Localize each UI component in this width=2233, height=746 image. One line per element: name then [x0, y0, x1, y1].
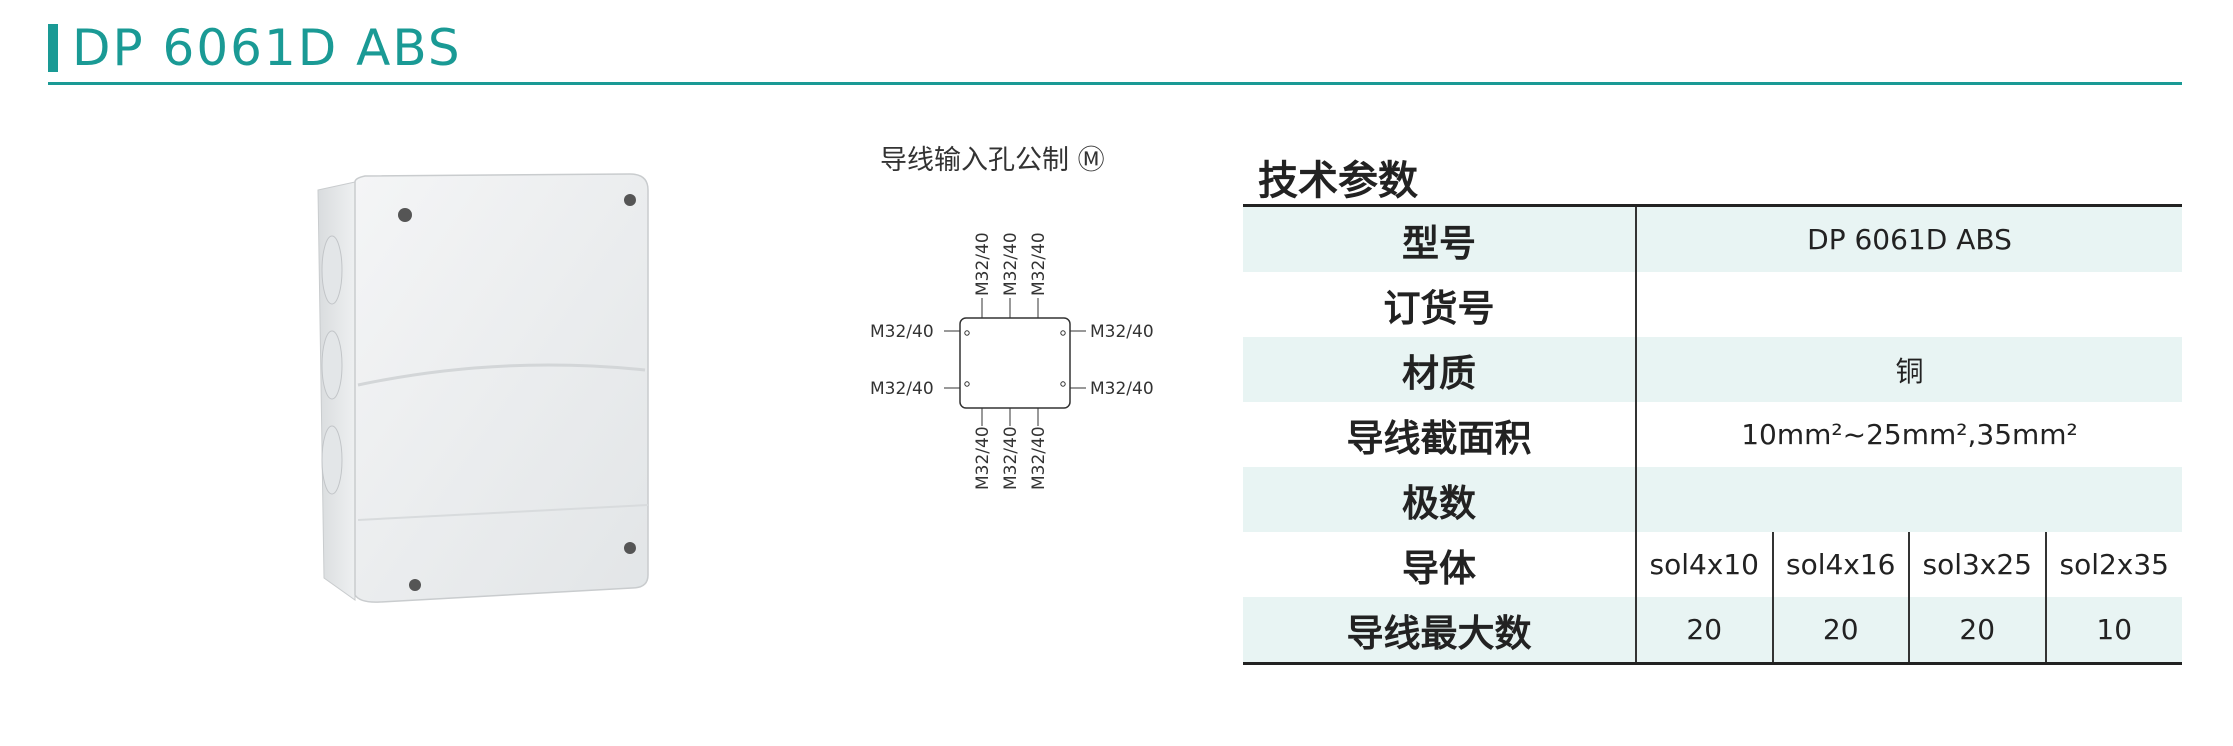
table-row: 型号 DP 6061D ABS [1243, 205, 2182, 272]
row-value: 10mm²~25mm²,35mm² [1741, 418, 2078, 451]
port-label-top-1: M32/40 [973, 232, 993, 296]
table-row: 导体 sol4x10 sol4x16 sol3x25 sol2x35 [1243, 532, 2182, 597]
table-row: 订货号 [1243, 272, 2182, 337]
row-value: sol2x35 [2059, 548, 2169, 581]
row-value: sol3x25 [1909, 532, 2047, 597]
page-title: DP 6061D ABS [72, 19, 462, 77]
row-label: 导体 [1243, 532, 1637, 597]
row-value: sol4x16 [1772, 532, 1910, 597]
row-label: 导线最大数 [1243, 597, 1637, 664]
product-photo [317, 173, 649, 603]
port-label-top-2: M32/40 [1001, 232, 1021, 296]
row-label: 材质 [1243, 337, 1637, 402]
row-value: 铜 [1636, 337, 2182, 402]
row-label: 导线截面积 [1243, 402, 1637, 467]
spec-table: 型号 DP 6061D ABS 订货号 材质 铜 导线截面积 10mm²~25m… [1243, 204, 2182, 665]
port-label-top-3: M32/40 [1029, 232, 1049, 296]
row-value: 20 [1909, 597, 2047, 664]
row-value: 10 [2045, 597, 2182, 664]
row-value [1636, 467, 2182, 532]
cable-entry-diagram: M32/40 M32/40 M32/40 M32/40 M32/40 M32/4… [870, 232, 1154, 490]
port-label-left-2: M32/40 [870, 379, 934, 399]
title-accent-bar [48, 24, 58, 72]
table-row: 材质 铜 [1243, 337, 2182, 402]
row-value: 20 [1636, 597, 1774, 664]
port-label-left-1: M32/40 [870, 322, 934, 342]
row-label: 极数 [1243, 467, 1637, 532]
table-row: 极数 [1243, 467, 2182, 532]
port-label-bottom-2: M32/40 [1001, 426, 1021, 490]
table-row: 导线截面积 10mm²~25mm²,35mm² [1243, 402, 2182, 467]
row-label: 订货号 [1243, 272, 1637, 337]
table-row: 导线最大数 20 20 20 10 [1243, 597, 2182, 664]
title-underline [48, 82, 2182, 85]
spec-heading: 技术参数 [1258, 158, 1418, 204]
port-label-bottom-3: M32/40 [1029, 426, 1049, 490]
port-label-right-1: M32/40 [1090, 322, 1154, 342]
port-label-bottom-1: M32/40 [973, 426, 993, 490]
row-value: 20 [1772, 597, 1910, 664]
row-value: DP 6061D ABS [1636, 205, 2182, 272]
wiring-caption: 导线输入孔公制 Ⓜ [880, 145, 1105, 176]
row-label: 型号 [1243, 205, 1637, 272]
row-value [1636, 272, 2182, 337]
row-value: sol4x10 [1636, 532, 1774, 597]
port-label-right-2: M32/40 [1090, 379, 1154, 399]
